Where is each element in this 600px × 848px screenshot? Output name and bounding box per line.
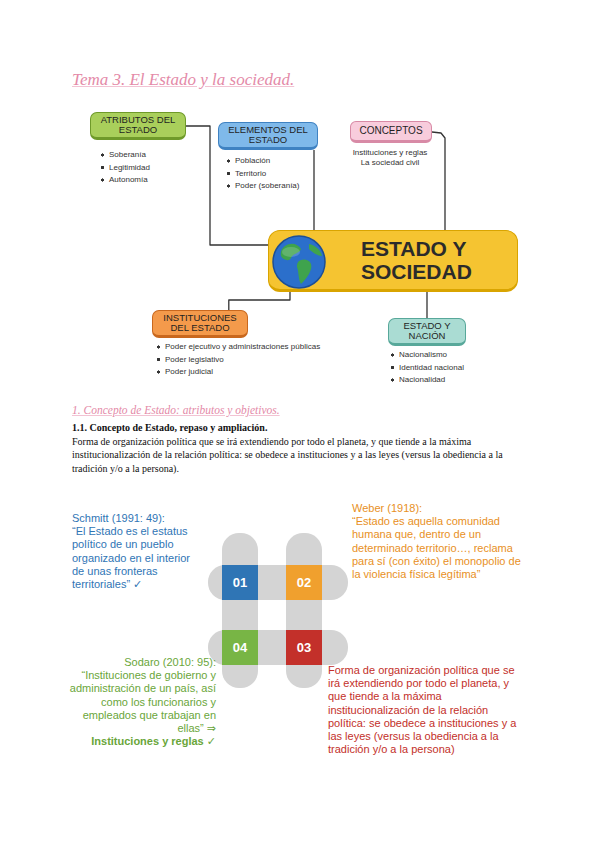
text-group: NacionalismoIdentidad nacionalNacionalid… [390, 350, 500, 388]
list-item: Nacionalismo [390, 350, 500, 360]
hash-bar [208, 565, 348, 600]
connector-line [313, 150, 314, 230]
text-group: Forma de organización política que se ir… [328, 664, 522, 756]
node-label: CONCEPTOS [359, 126, 422, 137]
list-item: Territorio [226, 169, 310, 179]
node-label: ESTADO Y SOCIEDAD [361, 237, 491, 283]
list-item: Identidad nacional [390, 363, 500, 373]
text-group: PoblaciónTerritorioPoder (soberanía) [226, 156, 310, 194]
list-item: Poder (soberanía) [226, 181, 310, 191]
topic-box: INSTITUCIONES DEL ESTADO [152, 310, 248, 338]
node-label: INSTITUCIONES DEL ESTADO [157, 313, 243, 333]
node-label: 01 [233, 576, 247, 590]
body-paragraph: Forma de organización política que se ir… [72, 435, 530, 476]
list-item: Autonomía [100, 175, 208, 185]
central-topic: ESTADO Y SOCIEDAD [268, 230, 518, 292]
list-item: Población [226, 156, 310, 166]
text-group: Schmitt (1991: 49):“El Estado es el esta… [72, 512, 200, 591]
hash-bar [222, 533, 258, 688]
globe-icon [271, 232, 331, 292]
node-label: 04 [233, 641, 247, 655]
list-item: Poder legislativo [156, 355, 366, 365]
number-tile: 01 [222, 565, 258, 600]
quote-text: Forma de organización política que se ir… [328, 664, 522, 756]
page-title: Tema 3. El Estado y la sociedad. [72, 70, 294, 90]
quote-text: La sociedad civil [338, 158, 442, 168]
connector-line [432, 132, 445, 230]
connector-line [229, 292, 290, 310]
node-label: 03 [297, 641, 311, 655]
quote-text: “Instituciones de gobierno y administrac… [62, 669, 216, 735]
topic-box: ESTADO Y NACIÓN [388, 318, 466, 346]
list-item: Nacionalidad [390, 375, 500, 385]
number-tile: 03 [286, 630, 322, 665]
text-group: Sodaro (2010: 95):“Instituciones de gobi… [62, 656, 216, 748]
list-item: Legitimidad [100, 163, 208, 173]
text-group: SoberaníaLegitimidadAutonomía [100, 150, 208, 188]
text-group: Poder ejecutivo y administraciones públi… [156, 342, 366, 380]
topic-box: ELEMENTOS DEL ESTADO [218, 122, 318, 150]
hash-bar [286, 533, 322, 688]
quote-text: Weber (1918): [352, 502, 522, 515]
text-group: 1. Concepto de Estado: atributos y objet… [72, 404, 530, 475]
topic-box: ATRIBUTOS DEL ESTADO [90, 112, 186, 140]
subsection-heading: 1.1. Concepto de Estado, repaso y amplia… [72, 421, 530, 435]
node-label: ATRIBUTOS DEL ESTADO [95, 115, 181, 135]
quote-text: “Estado es aquella comunidad humana que,… [352, 515, 522, 581]
node-label: ESTADO Y NACIÓN [393, 321, 461, 341]
text-group: Instituciones y reglasLa sociedad civil [338, 148, 442, 167]
quote-text: Sodaro (2010: 95): [62, 656, 216, 669]
quote-text: Instituciones y reglas [338, 148, 442, 158]
hash-bar [208, 630, 348, 665]
quote-text: Instituciones y reglas ✓ [62, 735, 216, 748]
quote-text: Schmitt (1991: 49): [72, 512, 200, 525]
node-label: ELEMENTOS DEL ESTADO [223, 125, 313, 145]
number-tile: 04 [222, 630, 258, 665]
list-item: Poder ejecutivo y administraciones públi… [156, 342, 366, 352]
list-item: Soberanía [100, 150, 208, 160]
connector-line [426, 292, 427, 318]
quote-text: “El Estado es el estatus político de un … [72, 525, 200, 591]
list-item: Poder judicial [156, 367, 366, 377]
section-heading: 1. Concepto de Estado: atributos y objet… [72, 404, 530, 416]
text-group: Weber (1918):“Estado es aquella comunida… [352, 502, 522, 581]
topic-box: CONCEPTOS [350, 121, 432, 143]
number-tile: 02 [286, 565, 322, 600]
node-label: 02 [297, 576, 311, 590]
